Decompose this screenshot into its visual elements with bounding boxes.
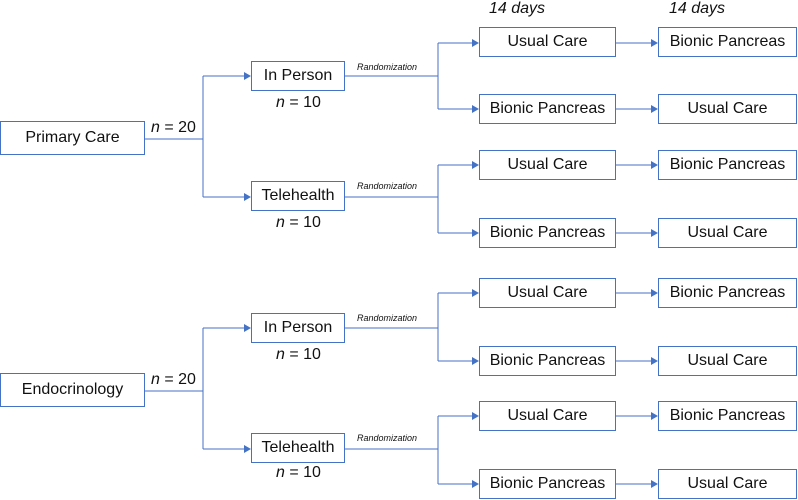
group-label: Primary Care bbox=[25, 129, 120, 146]
arm-label: In Person bbox=[263, 319, 333, 336]
period-1-box: Usual Care bbox=[479, 27, 616, 57]
period-2-box: Bionic Pancreas bbox=[658, 27, 797, 57]
period-1-box: Usual Care bbox=[479, 401, 616, 431]
arm-n-label: n = 10 bbox=[276, 346, 321, 364]
treatment-label: Usual Care bbox=[507, 284, 588, 301]
period-1-box: Bionic Pancreas bbox=[479, 346, 616, 376]
n-symbol: n bbox=[276, 94, 285, 111]
treatment-label: Usual Care bbox=[687, 224, 768, 241]
arm-n-value: = 10 bbox=[289, 94, 321, 111]
arrowhead bbox=[651, 412, 658, 420]
arm-n-label: n = 10 bbox=[276, 214, 321, 232]
treatment-label: Usual Care bbox=[687, 100, 768, 117]
treatment-label: Usual Care bbox=[507, 156, 588, 173]
period-1-box: Usual Care bbox=[479, 278, 616, 308]
arrowhead bbox=[651, 39, 658, 47]
period-2-box: Usual Care bbox=[658, 94, 797, 124]
arrowhead bbox=[651, 229, 658, 237]
arrowhead bbox=[651, 357, 658, 365]
arm-box-telehealth: Telehealth bbox=[251, 181, 345, 211]
treatment-label: Usual Care bbox=[687, 475, 768, 492]
treatment-label: Bionic Pancreas bbox=[489, 100, 606, 117]
randomization-label: Randomization bbox=[357, 181, 418, 191]
treatment-label: Bionic Pancreas bbox=[669, 33, 786, 50]
randomization-label: Randomization bbox=[357, 62, 418, 72]
arm-box-telehealth: Telehealth bbox=[251, 433, 345, 463]
arm-box-in-person: In Person bbox=[251, 313, 345, 343]
n-symbol: n bbox=[151, 371, 160, 388]
period-2-box: Bionic Pancreas bbox=[658, 401, 797, 431]
arm-n-value: = 10 bbox=[289, 346, 321, 363]
period-1-box: Bionic Pancreas bbox=[479, 469, 616, 499]
treatment-label: Usual Care bbox=[687, 352, 768, 369]
period-1-box: Usual Care bbox=[479, 150, 616, 180]
arrowhead bbox=[472, 229, 479, 237]
arrowhead bbox=[472, 289, 479, 297]
period-2-box: Usual Care bbox=[658, 346, 797, 376]
period-2-box: Bionic Pancreas bbox=[658, 150, 797, 180]
arm-n-label: n = 10 bbox=[276, 94, 321, 112]
arm-n-value: = 10 bbox=[289, 214, 321, 231]
n-symbol: n bbox=[276, 214, 285, 231]
n-symbol: n bbox=[151, 119, 160, 136]
group-n-value: = 20 bbox=[164, 119, 196, 136]
group-box-endocrinology: Endocrinology bbox=[0, 373, 145, 407]
arm-label: Telehealth bbox=[261, 439, 335, 456]
group-label: Endocrinology bbox=[21, 381, 124, 398]
treatment-label: Usual Care bbox=[507, 407, 588, 424]
period-1-box: Bionic Pancreas bbox=[479, 218, 616, 248]
arm-label: In Person bbox=[263, 67, 333, 84]
arm-n-value: = 10 bbox=[289, 464, 321, 481]
arm-label: Telehealth bbox=[261, 187, 335, 204]
arm-n-label: n = 10 bbox=[276, 464, 321, 482]
arrowhead bbox=[651, 480, 658, 488]
treatment-label: Usual Care bbox=[507, 33, 588, 50]
period-2-box: Usual Care bbox=[658, 469, 797, 499]
arrowhead bbox=[472, 161, 479, 169]
n-symbol: n bbox=[276, 346, 285, 363]
n-symbol: n bbox=[276, 464, 285, 481]
arm-box-in-person: In Person bbox=[251, 61, 345, 91]
arrowhead bbox=[651, 161, 658, 169]
group-box-primary-care: Primary Care bbox=[0, 121, 145, 155]
period-2-box: Bionic Pancreas bbox=[658, 278, 797, 308]
arrowhead bbox=[244, 72, 251, 80]
treatment-label: Bionic Pancreas bbox=[489, 475, 606, 492]
arrowhead bbox=[472, 357, 479, 365]
arrowhead bbox=[651, 105, 658, 113]
arrowhead bbox=[244, 193, 251, 201]
arrowhead bbox=[244, 445, 251, 453]
randomization-label: Randomization bbox=[357, 313, 418, 323]
arrowhead bbox=[472, 105, 479, 113]
arrowhead bbox=[651, 289, 658, 297]
treatment-label: Bionic Pancreas bbox=[489, 352, 606, 369]
arrowhead bbox=[472, 480, 479, 488]
treatment-label: Bionic Pancreas bbox=[669, 407, 786, 424]
treatment-label: Bionic Pancreas bbox=[669, 284, 786, 301]
randomization-label: Randomization bbox=[357, 433, 418, 443]
arrowhead bbox=[472, 412, 479, 420]
group-n-label: n = 20 bbox=[151, 119, 196, 137]
arrowhead bbox=[244, 324, 251, 332]
treatment-label: Bionic Pancreas bbox=[489, 224, 606, 241]
period-1-box: Bionic Pancreas bbox=[479, 94, 616, 124]
period-2-header: 14 days bbox=[669, 0, 726, 17]
period-2-box: Usual Care bbox=[658, 218, 797, 248]
group-n-value: = 20 bbox=[164, 371, 196, 388]
treatment-label: Bionic Pancreas bbox=[669, 156, 786, 173]
arrowhead bbox=[472, 39, 479, 47]
period-1-header: 14 days bbox=[489, 0, 546, 17]
group-n-label: n = 20 bbox=[151, 371, 196, 389]
